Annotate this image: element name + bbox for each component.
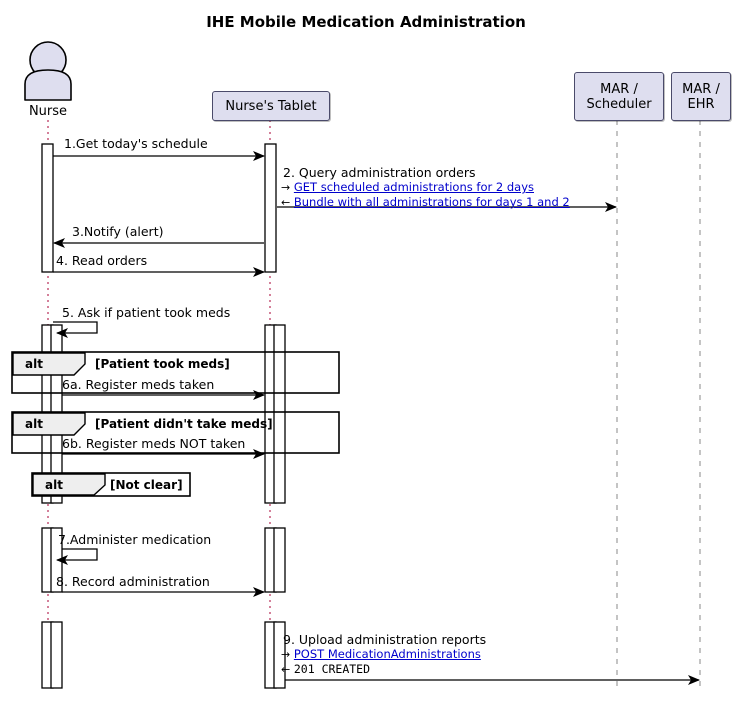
message-sub-9-2: ← 201 CREATED (281, 662, 370, 676)
diagram-title: IHE Mobile Medication Administration (206, 13, 526, 31)
participant-label-mar-scheduler-line2: Scheduler (586, 96, 652, 112)
message-sub-9-1-link[interactable]: POST MedicationAdministrations (293, 647, 481, 661)
message-label-1: 1.Get today's schedule (64, 136, 208, 151)
arrow-right-icon: → (281, 648, 291, 661)
participant-label-nurse: Nurse (28, 104, 68, 119)
message-sub-2-1-link[interactable]: GET scheduled administrations for 2 days (293, 180, 534, 194)
message-sub-2-1: → GET scheduled administrations for 2 da… (281, 180, 534, 194)
message-sub-9-2-status: 201 CREATED (293, 662, 371, 676)
participant-nurses-tablet[interactable]: Nurse's Tablet (212, 91, 330, 121)
message-label-4: 4. Read orders (56, 253, 148, 268)
message-arrows (53, 151, 700, 685)
lifelines-right (616, 120, 701, 690)
arrow-m7-self (56, 548, 98, 565)
participant-mar-scheduler[interactable]: MAR / Scheduler (574, 72, 664, 121)
alt-fragment-2 (11, 411, 340, 454)
message-sub-2-2-link[interactable]: Bundle with all administrations for days… (293, 195, 570, 209)
message-label-6a: 6a. Register meds taken (62, 377, 215, 392)
message-label-9: 9. Upload administration reports (283, 632, 487, 647)
participant-label-mar-scheduler-line1: MAR / (600, 81, 638, 97)
lifelines (47, 120, 271, 690)
participant-label-mar-ehr-line1: MAR / (682, 81, 720, 97)
activation-nurse-4b (50, 621, 63, 689)
message-label-8: 8. Record administration (56, 574, 210, 589)
arrow-right-icon: → (281, 181, 291, 194)
activation-nurse-1 (41, 143, 54, 273)
actor-nurse (24, 41, 72, 101)
message-label-6b: 6b. Register meds NOT taken (62, 436, 246, 451)
activation-tablet-3b (273, 527, 286, 593)
message-label-5: 5. Ask if patient took meds (62, 305, 231, 320)
alt-keyword-3: alt (45, 478, 63, 492)
message-label-7: 7.Administer medication (58, 532, 212, 547)
participant-label-tablet: Nurse's Tablet (225, 98, 317, 114)
activation-tablet-4b (273, 621, 286, 689)
alt-fragment-3 (31, 472, 191, 497)
message-label-3: 3.Notify (alert) (72, 224, 164, 239)
alt-keyword-2: alt (25, 417, 43, 431)
message-sub-9-1: → POST MedicationAdministrations (281, 647, 481, 661)
arrow-m5-self (53, 321, 98, 338)
activation-tablet-1 (264, 143, 277, 273)
message-label-2: 2. Query administration orders (283, 165, 476, 180)
alt-keyword-1: alt (25, 357, 43, 371)
participant-label-mar-ehr-line2: EHR (687, 96, 715, 112)
participant-mar-ehr[interactable]: MAR / EHR (671, 72, 731, 121)
alt-guard-3: [Not clear] (110, 478, 183, 492)
arrow-left-icon: ← (281, 663, 291, 676)
arrow-left-icon: ← (281, 196, 291, 209)
alt-fragments (11, 351, 340, 497)
alt-guard-1: [Patient took meds] (95, 357, 230, 371)
alt-guard-2: [Patient didn't take meds] (95, 417, 273, 431)
alt-fragment-1 (11, 351, 340, 394)
activation-tablet-2b (273, 324, 286, 504)
message-sub-2-2: ← Bundle with all administrations for da… (281, 195, 570, 209)
